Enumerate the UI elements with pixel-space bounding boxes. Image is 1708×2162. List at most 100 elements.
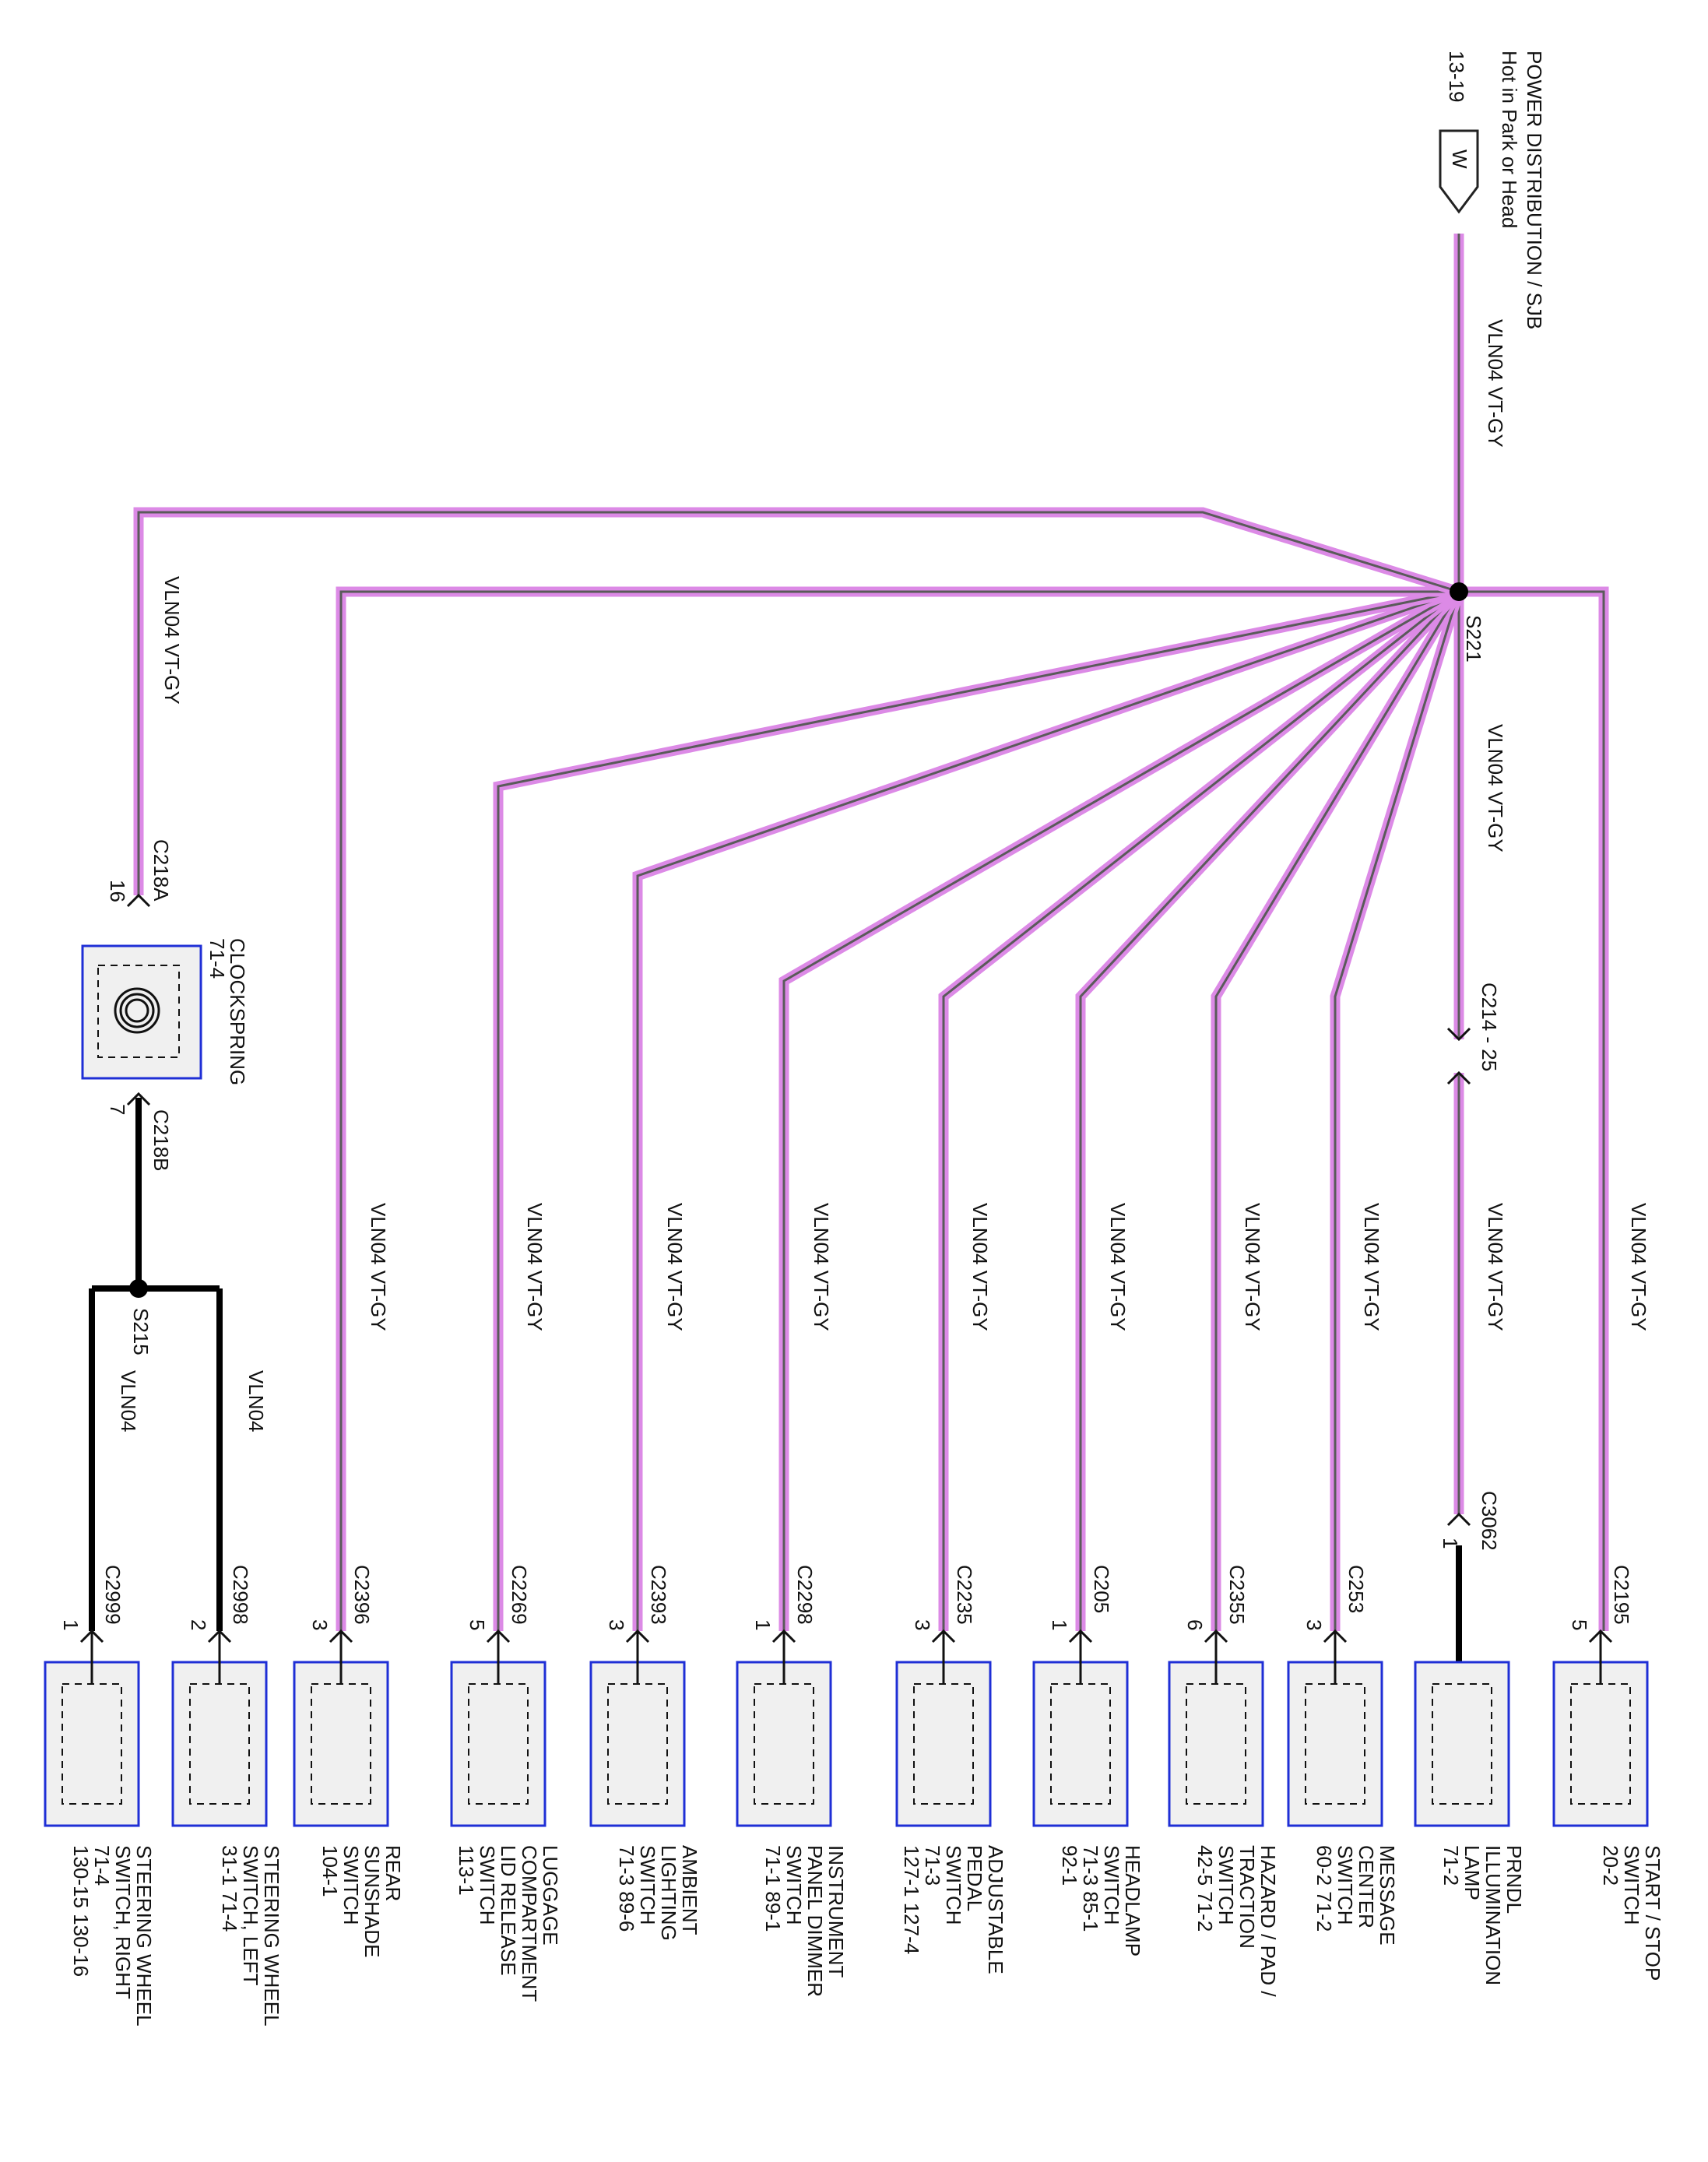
component-label-line: SWITCH (942, 1845, 965, 1925)
wire-branch-6 (778, 587, 1462, 1631)
component-box (736, 1661, 832, 1827)
power-source-condition: Hot in Park or Head (1498, 51, 1521, 228)
branch-wire-label-0: VLN04 VT-GY (1627, 1203, 1650, 1331)
component-label-line: 92-1 (1058, 1845, 1081, 1886)
component-label-line: 71-4 (90, 1845, 114, 1886)
connector-chevron (329, 1629, 353, 1643)
component-label-line: 71-3 89-6 (615, 1845, 638, 1932)
connector-chevron (1588, 1629, 1613, 1643)
wire-branch-0-core (1459, 590, 1605, 1631)
component-box (895, 1661, 992, 1827)
component-2 (1287, 1631, 1383, 1827)
connector-label: C2269 (508, 1565, 531, 1625)
connector-chevron (931, 1629, 956, 1643)
connector-pin: 3 (1302, 1619, 1326, 1630)
component-label-line: ILLUMINATION (1481, 1845, 1505, 1985)
power-source: POWER DISTRIBUTION / SJB Hot in Park or … (1439, 51, 1546, 329)
component-label-line: 71-2 (1439, 1845, 1463, 1886)
c214-label: C214 - 25 (1478, 983, 1501, 1071)
c218a-label: C218A (149, 839, 173, 902)
component-label-line: 104-1 (318, 1845, 342, 1897)
component-label-line: 42-5 71-2 (1193, 1845, 1217, 1932)
connector-chevron (771, 1629, 796, 1643)
connector-chevron (1068, 1629, 1093, 1643)
component-8 (450, 1631, 546, 1827)
connector-label: C2235 (953, 1565, 976, 1625)
component-label-line: SUNSHADE (360, 1845, 384, 1957)
component-label-line: LID RELEASE (497, 1845, 520, 1976)
wire-to-c214-label: VLN04 VT-GY (1484, 724, 1507, 852)
branch-wire-label-1: VLN04 VT-GY (1484, 1203, 1507, 1331)
c214-connector-bottom (1446, 1070, 1471, 1085)
component-label-line: LAMP (1460, 1845, 1484, 1900)
component-label-line: 31-1 71-4 (218, 1845, 241, 1932)
power-source-ref: 13-19 (1445, 51, 1468, 103)
component-4 (1032, 1631, 1129, 1827)
power-pin-connector-shape (1439, 129, 1479, 214)
component-9 (293, 1631, 389, 1827)
power-pin-label: W (1448, 149, 1471, 169)
component-label-line: PANEL DIMMER (803, 1845, 827, 1997)
main-wire-label: VLN04 VT-GY (1484, 319, 1507, 448)
clockspring-coil-icon (125, 998, 149, 1023)
branch-wire-label-8: VLN04 VT-GY (523, 1203, 546, 1331)
component-box (1552, 1661, 1649, 1827)
connector-pin: 5 (1568, 1619, 1591, 1630)
component-label-line: MESSAGE (1376, 1845, 1399, 1946)
connector-label: C2355 (1225, 1565, 1249, 1625)
component-3 (1168, 1631, 1264, 1827)
component-label-line: REAR (381, 1845, 405, 1901)
component-label-line: 127-1 127-4 (900, 1845, 923, 1954)
component-label-line: SWITCH (339, 1845, 363, 1925)
connector-label: C2195 (1610, 1565, 1633, 1625)
component-label-line: SWITCH (1100, 1845, 1123, 1925)
branch-wire-label-9: VLN04 VT-GY (367, 1203, 390, 1331)
wire-branch-3-core (1214, 591, 1460, 1631)
clockspring-inner (97, 965, 180, 1058)
wires-layer (89, 234, 1609, 1662)
component-1 (1414, 1661, 1510, 1827)
component-label-line: SWITCH (476, 1845, 499, 1925)
component-label-line: STEERING WHEEL (260, 1845, 283, 2027)
connector-chevron (486, 1629, 511, 1643)
component-label-line: SWITCH (636, 1845, 659, 1925)
wire-branch-9 (336, 586, 1459, 1631)
connector-pin: 1 (1048, 1619, 1071, 1630)
component-box (44, 1661, 140, 1827)
wire-branch-9-core (339, 590, 1459, 1631)
component-label-line: CENTER (1355, 1845, 1378, 1928)
clockspring-name: CLOCKSPRING (226, 938, 249, 1085)
component-label-line: ADJUSTABLE (984, 1845, 1007, 1974)
component-0 (1552, 1631, 1649, 1827)
power-source-name: POWER DISTRIBUTION / SJB (1523, 51, 1546, 329)
wire-branch-4-core (1079, 590, 1460, 1631)
connector-label: C253 (1344, 1565, 1368, 1613)
component-box (589, 1661, 686, 1827)
connector-label: C2998 (229, 1565, 252, 1625)
clockspring-coil-icon (114, 987, 160, 1034)
branch-wire-label-7: VLN04 VT-GY (663, 1203, 687, 1331)
component-label-line: PEDAL (963, 1845, 986, 1911)
connector-pin: 6 (1183, 1619, 1207, 1630)
component-box (1414, 1661, 1510, 1827)
connector-pin: 1 (751, 1619, 775, 1630)
connector-chevron (79, 1629, 104, 1643)
splice-s215-dot (129, 1279, 148, 1298)
component-label-line: SWITCH (782, 1845, 806, 1925)
c218b-pin: 7 (106, 1104, 129, 1115)
connector-label: C2298 (793, 1565, 817, 1625)
component-label-line: LIGHTING (657, 1845, 680, 1941)
branch-wire-label-3: VLN04 VT-GY (1241, 1203, 1264, 1331)
component-label-line: SWITCH (1334, 1845, 1357, 1925)
connector-label: C2393 (647, 1565, 670, 1625)
component-label-line: PRNDL (1502, 1845, 1526, 1914)
component-11 (44, 1631, 140, 1827)
component-box (171, 1661, 268, 1827)
component-label-line: START / STOP (1641, 1845, 1664, 1981)
component-7 (589, 1631, 686, 1827)
component-label-line: COMPARTMENT (518, 1845, 541, 2002)
component-inner (1432, 1683, 1492, 1805)
connector-pin: 5 (466, 1619, 489, 1630)
